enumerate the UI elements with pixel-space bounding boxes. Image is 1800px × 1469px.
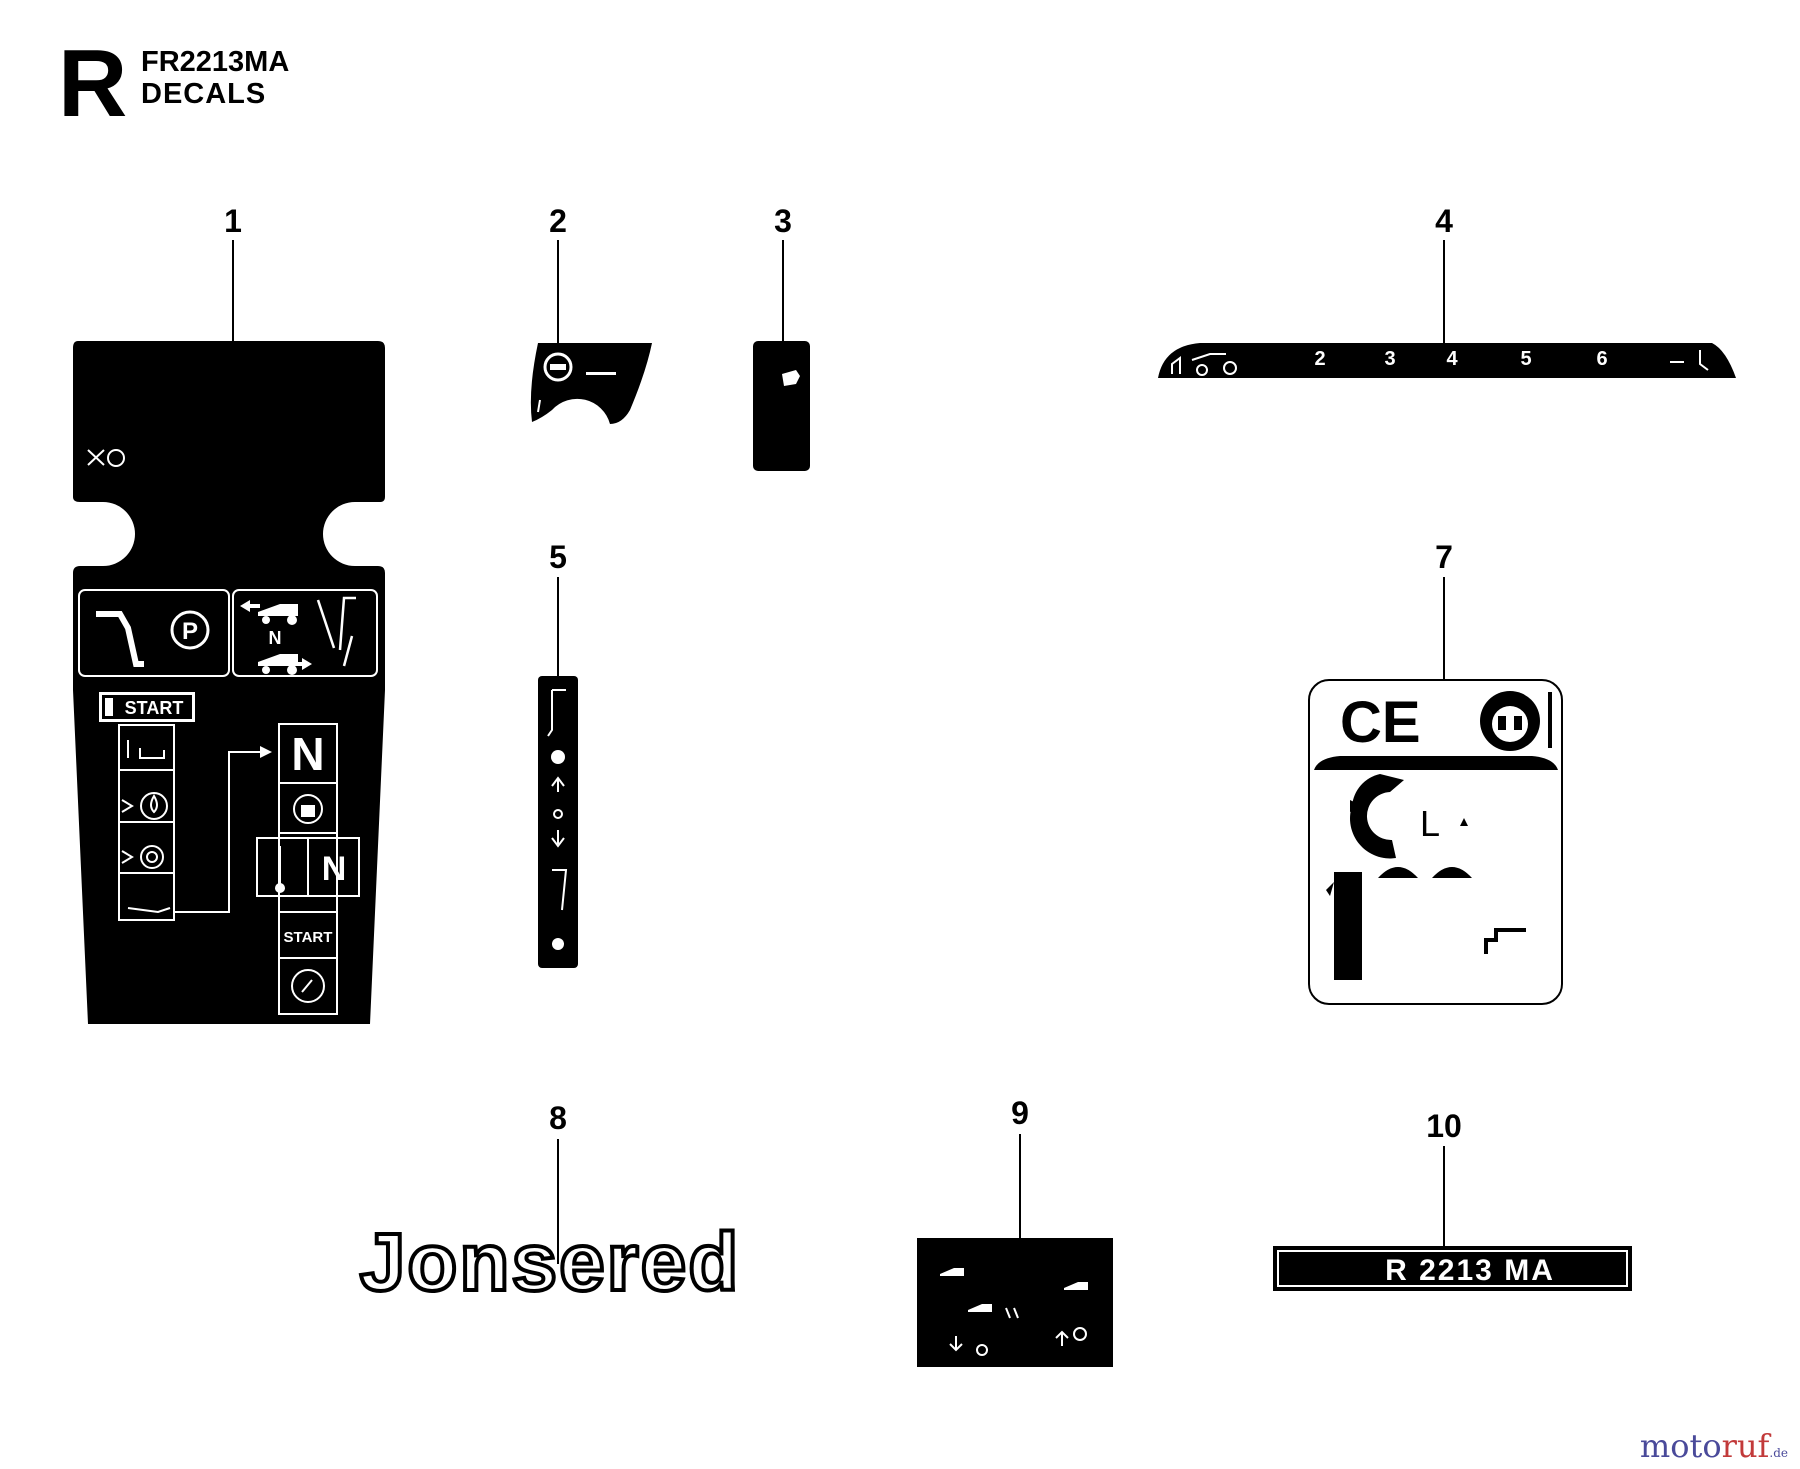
decal-4-strip: 2 3 4 5 6	[1158, 343, 1736, 378]
start-label-2: START	[284, 929, 333, 946]
decal-3	[753, 341, 810, 471]
callout-2: 2	[549, 203, 567, 239]
pos-4: 4	[1446, 348, 1458, 370]
start-label: START	[125, 698, 184, 718]
svg-text:N: N	[322, 850, 347, 888]
svg-text:P: P	[182, 618, 198, 645]
callout-9: 9	[1011, 1095, 1029, 1131]
decal-8-brand: Jonsered	[358, 1215, 741, 1310]
neutral-n: N	[291, 728, 324, 780]
start-steps	[118, 724, 175, 921]
pos-6: 6	[1596, 348, 1607, 370]
decal-2	[530, 343, 652, 424]
ce-mark: CE	[1340, 690, 1421, 755]
pos-2: 2	[1314, 348, 1325, 370]
lever-icon	[316, 596, 356, 667]
callout-7: 7	[1435, 539, 1453, 575]
pos-5: 5	[1520, 348, 1531, 370]
forward-reverse-icon: N	[240, 600, 312, 675]
page-subtitle: DECALS	[141, 78, 267, 110]
ear-protection-icon	[1480, 691, 1540, 751]
callout-8: 8	[549, 1100, 567, 1136]
decal-10-model-plate: R 2213 MA	[1273, 1246, 1632, 1291]
model-plate-text: R 2213 MA	[1385, 1254, 1555, 1287]
section-letter: R	[58, 30, 128, 137]
decal-9	[917, 1238, 1113, 1367]
watermark: motoruf.de	[1639, 1427, 1788, 1465]
rabbit-icon	[782, 370, 800, 386]
leader-lines	[232, 240, 1445, 1264]
callout-3: 3	[774, 203, 792, 239]
callout-5: 5	[549, 539, 567, 575]
svg-text:N: N	[269, 628, 282, 648]
callout-1: 1	[224, 203, 242, 239]
parking-p-icon: P	[170, 610, 210, 650]
l-mark: L	[1420, 803, 1440, 844]
decal-7-ce-label: CE L	[1308, 679, 1563, 1005]
callout-10: 10	[1426, 1108, 1462, 1144]
stop-icon	[543, 352, 573, 382]
brake-pedal-icon	[96, 611, 144, 667]
pos-3: 3	[1384, 348, 1395, 370]
decal-5-strip	[538, 676, 578, 968]
choke-box	[256, 837, 360, 897]
brand-logo: Jonsered	[360, 1217, 741, 1308]
decal-1-dashboard: P N START	[73, 341, 385, 1024]
sparkplug-icon	[87, 449, 125, 467]
tractor-icon	[1171, 353, 1237, 376]
callout-4: 4	[1435, 203, 1453, 239]
model-title: FR2213MA	[141, 46, 290, 78]
sound-icon	[1350, 774, 1404, 859]
